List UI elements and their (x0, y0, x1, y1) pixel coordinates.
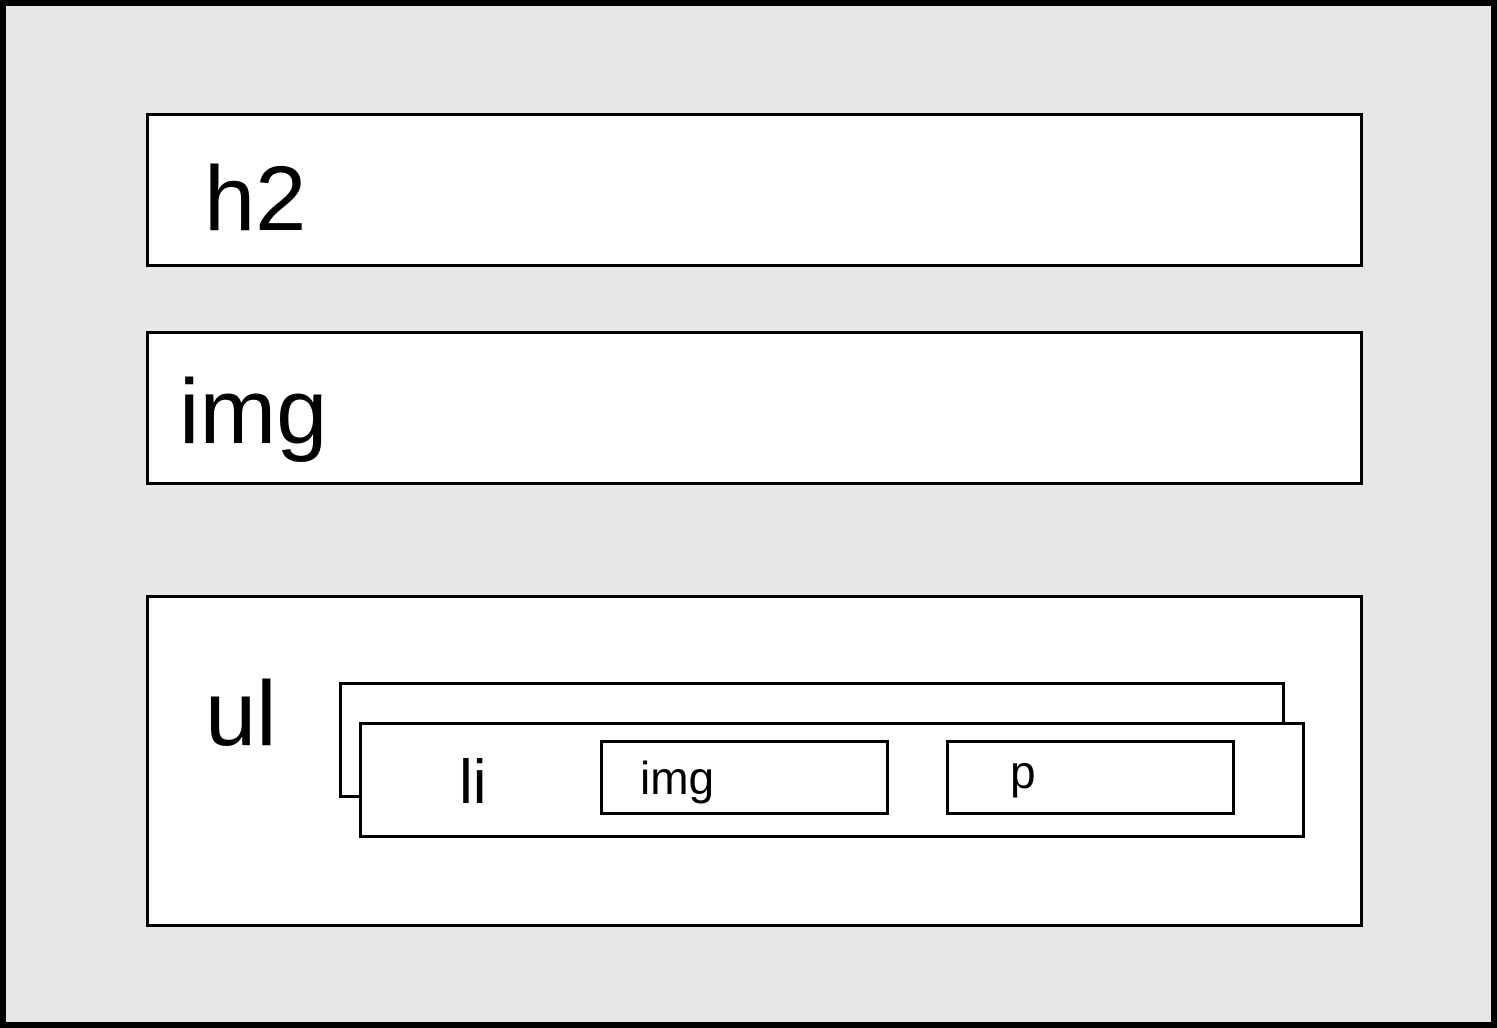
image-block-label: img (179, 361, 328, 463)
list-item-label: li (459, 748, 487, 817)
list-item-paragraph-block: p (946, 740, 1235, 815)
heading-block: h2 (146, 113, 1363, 267)
heading-block-label: h2 (204, 148, 307, 250)
list-item-image-block: img (600, 740, 889, 815)
list-block-label: ul (205, 663, 277, 765)
list-block: ul li img p (146, 595, 1363, 927)
image-block: img (146, 331, 1363, 485)
list-item-block: li img p (359, 722, 1305, 838)
list-item-paragraph-label: p (1010, 746, 1036, 798)
list-item-image-label: img (640, 752, 715, 804)
